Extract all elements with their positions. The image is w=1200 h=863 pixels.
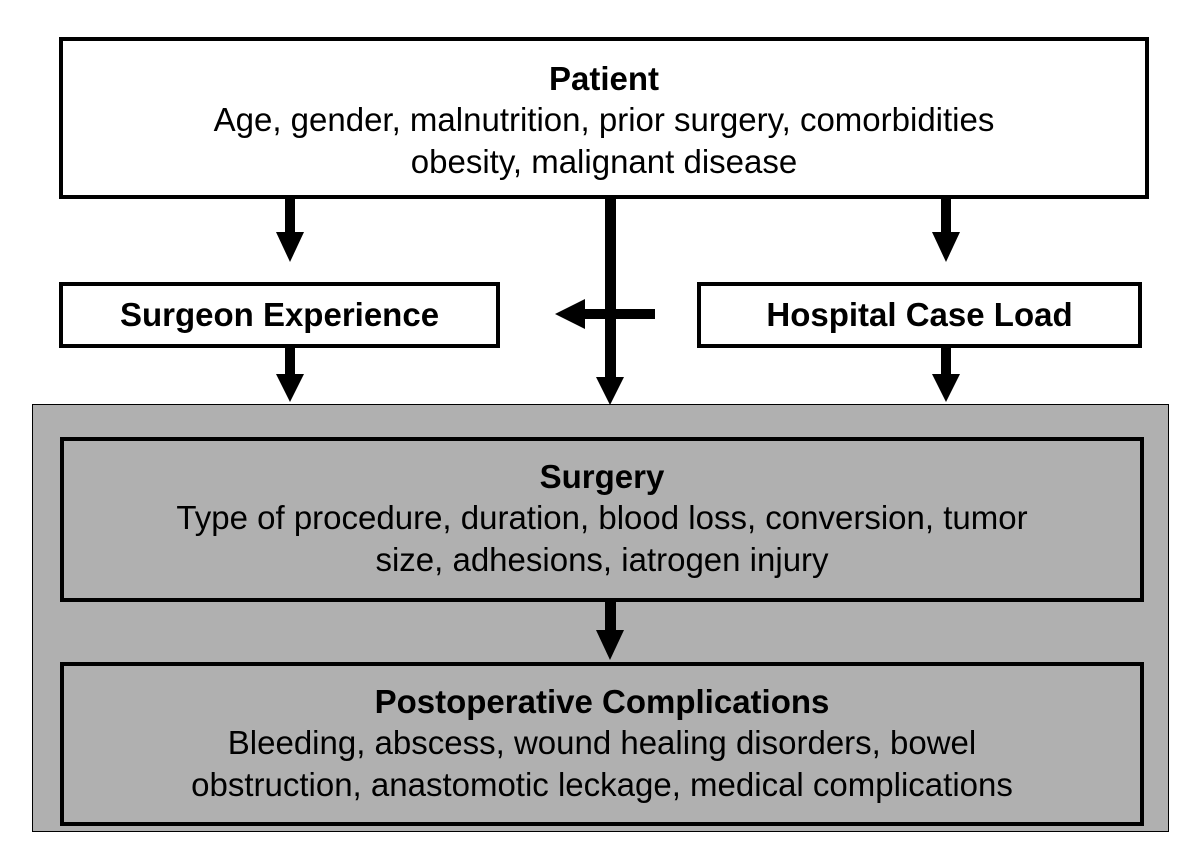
arrow-hospital-to-surgeon — [555, 299, 655, 329]
surgery-factors-line-2: size, adhesions, iatrogen injury — [375, 541, 829, 578]
patient-factors-line-2: obesity, malignant disease — [410, 143, 798, 180]
patient-title: Patient — [548, 60, 660, 97]
surgery-box: Surgery Type of procedure, duration, blo… — [60, 437, 1144, 602]
arrow-patient-to-outcome — [596, 199, 624, 405]
hospital-case-load-box: Hospital Case Load — [697, 282, 1142, 348]
postoperative-complications-box: Postoperative Complications Bleeding, ab… — [60, 662, 1144, 826]
hospital-case-load-title: Hospital Case Load — [766, 296, 1073, 333]
surgery-factors-line-1: Type of procedure, duration, blood loss,… — [176, 499, 1028, 536]
surgeon-experience-box: Surgeon Experience — [59, 282, 500, 348]
surgeon-experience-title: Surgeon Experience — [119, 296, 440, 333]
patient-factors-line-1: Age, gender, malnutrition, prior surgery… — [213, 101, 995, 138]
postoperative-complications-line-2: obstruction, anastomotic leckage, medica… — [191, 766, 1013, 803]
arrow-surgery-to-postop — [596, 602, 624, 660]
arrow-surgeon-to-outcome — [276, 348, 304, 402]
arrow-hospital-to-outcome — [932, 348, 960, 402]
postoperative-complications-title: Postoperative Complications — [374, 683, 830, 720]
patient-box: Patient Age, gender, malnutrition, prior… — [59, 37, 1149, 199]
postoperative-complications-line-1: Bleeding, abscess, wound healing disorde… — [227, 724, 977, 761]
arrow-patient-to-surgeon — [276, 199, 304, 262]
surgery-title: Surgery — [539, 458, 665, 495]
arrow-patient-to-hospital — [932, 199, 960, 262]
